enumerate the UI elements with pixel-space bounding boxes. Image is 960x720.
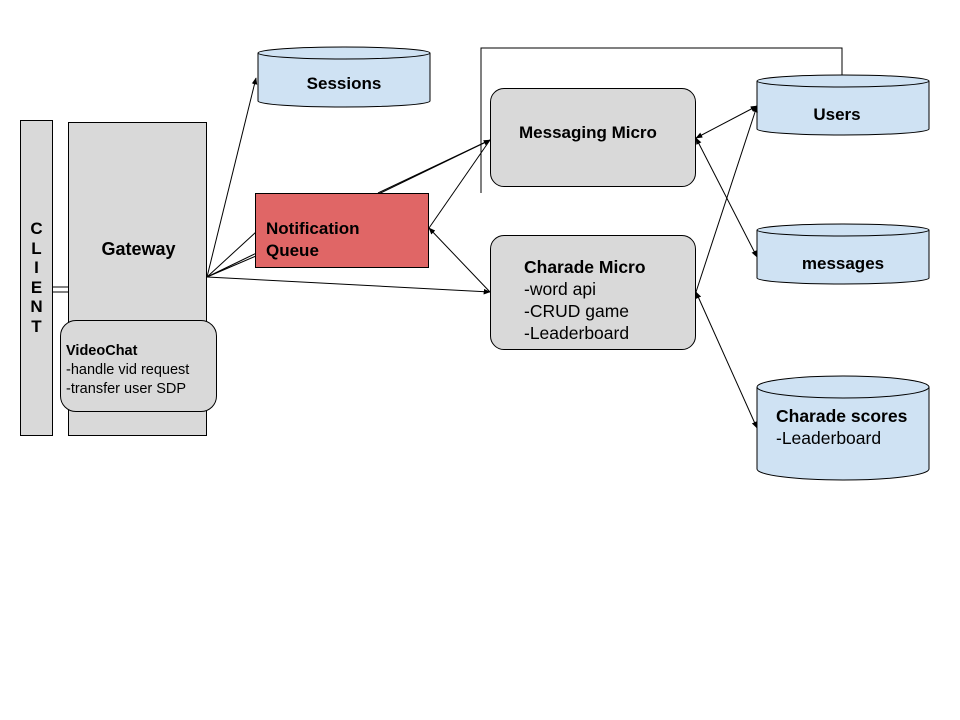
sessions-label: Sessions — [306, 74, 382, 93]
videochat-box: VideoChat -handle vid request -transfer … — [60, 320, 217, 412]
client-box: C L I E N T — [20, 120, 53, 436]
charade-micro-item: -Leaderboard — [524, 323, 630, 343]
notification-queue-line1: Notification — [266, 219, 360, 238]
messages-db — [756, 223, 930, 285]
gateway-charade-arrow — [206, 276, 491, 295]
charade-micro-box: Charade Micro -word api -CRUD game -Lead… — [490, 235, 696, 350]
charade-users-arrow — [695, 105, 758, 293]
queue-messaging-line — [377, 139, 491, 194]
videochat-title: VideoChat — [66, 343, 138, 359]
notification-queue-line2: Queue — [266, 241, 319, 260]
notification-queue-box: Notification Queue — [255, 193, 429, 268]
client-label: C L I E N T — [30, 219, 43, 336]
charade-micro-text: Charade Micro -word api -CRUD game -Lead… — [524, 256, 646, 344]
charade-micro-item: -CRUD game — [524, 301, 630, 321]
messaging-micro-label: Messaging Micro — [519, 123, 657, 142]
gateway-queue-line-1 — [206, 231, 257, 278]
users-db — [756, 74, 930, 136]
videochat-text: VideoChat -handle vid request -transfer … — [66, 342, 189, 399]
charade-micro-title: Charade Micro — [524, 257, 646, 277]
charade-scores-item: -Leaderboard — [776, 428, 882, 448]
messaging-micro-box: Messaging Micro — [490, 88, 696, 187]
charade-scores-arrow — [695, 291, 758, 429]
users-label: Users — [813, 105, 861, 124]
notification-queue-label: Notification Queue — [266, 218, 360, 262]
videochat-item: -handle vid request — [66, 362, 190, 378]
charade-scores-db — [756, 375, 930, 481]
messaging-users-arrow — [695, 105, 758, 139]
queue-users-bracket — [480, 47, 843, 193]
gateway-label: Gateway — [101, 239, 176, 259]
gateway-sessions-arrow — [206, 77, 258, 278]
charade-queue-arrow — [428, 227, 491, 293]
charade-scores-label: Charade scores -Leaderboard — [776, 405, 907, 449]
charade-micro-item: -word api — [524, 279, 596, 299]
charade-scores-title: Charade scores — [776, 406, 908, 426]
client-gateway-connector — [53, 286, 68, 293]
messages-label: messages — [801, 254, 885, 273]
sessions-db — [257, 46, 431, 108]
messaging-queue-line — [428, 139, 491, 229]
videochat-item: -transfer user SDP — [66, 381, 187, 397]
